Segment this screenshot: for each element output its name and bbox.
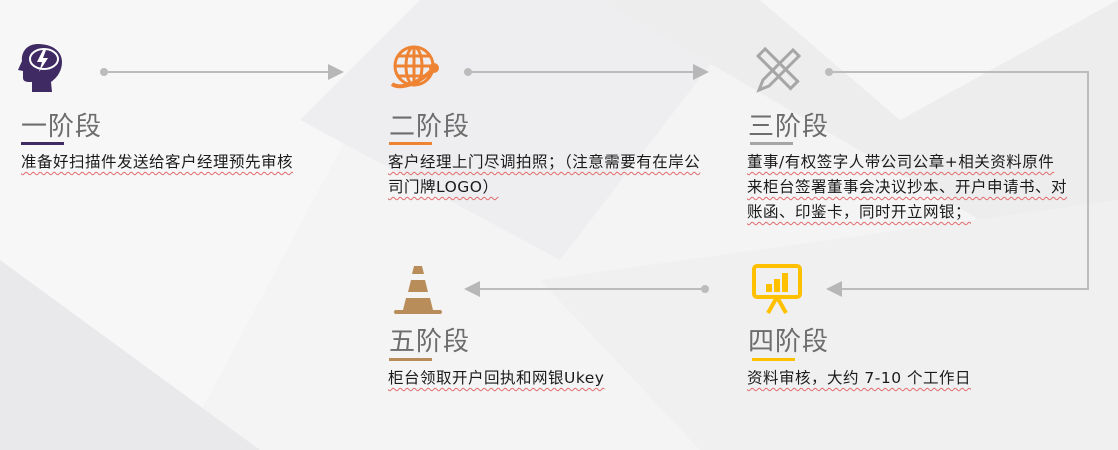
traffic-cone-icon [394, 266, 442, 314]
stage-accent-bar [389, 358, 432, 361]
presentation-chart-icon [752, 264, 802, 314]
stage-title: 四阶段 [748, 327, 830, 357]
stage-description: 董事/有权签字人带公司公章+相关资料原件来柜台签署董事会决议抄本、开户申请书、对… [747, 153, 1068, 221]
pencil-ruler-icon [755, 46, 802, 93]
stage-description: 客户经理上门尽调拍照；（注意需要有在岸公司门牌LOGO） [388, 153, 701, 196]
stage-title: 三阶段 [748, 112, 830, 142]
stage-accent-bar [389, 142, 432, 145]
stage-accent-bar [21, 142, 64, 145]
head-lightning-icon [18, 44, 62, 92]
stage-title: 二阶段 [389, 112, 471, 142]
stage-title: 一阶段 [21, 112, 103, 142]
globe-icon [390, 45, 439, 89]
stage-description: 柜台领取开户回执和网银Ukey [388, 369, 605, 387]
stage-accent-bar [752, 358, 795, 361]
stage-description: 准备好扫描件发送给客户经理预先审核 [21, 153, 294, 171]
stage-description: 资料审核，大约 7-10 个工作日 [747, 369, 972, 387]
stage-accent-bar [750, 142, 793, 145]
stage-title: 五阶段 [389, 327, 471, 357]
